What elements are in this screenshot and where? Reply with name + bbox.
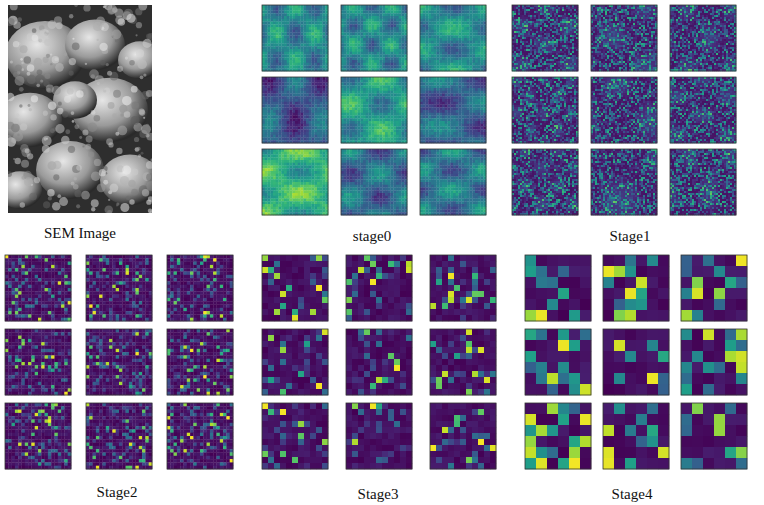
panel-caption: stage0	[353, 227, 391, 245]
panel-caption: Stage3	[358, 485, 399, 503]
panel-caption: Stage2	[97, 483, 138, 501]
panel-caption: Stage1	[610, 227, 651, 245]
panel-caption: Stage4	[612, 485, 653, 503]
sem-image	[0, 2, 162, 216]
feature-map-grid	[525, 255, 747, 469]
panel-caption: SEM Image	[44, 224, 116, 242]
feature-map-grid	[512, 5, 736, 215]
feature-map-grid	[262, 255, 496, 469]
feature-map-grid	[5, 255, 233, 469]
feature-map-grid	[262, 5, 486, 215]
